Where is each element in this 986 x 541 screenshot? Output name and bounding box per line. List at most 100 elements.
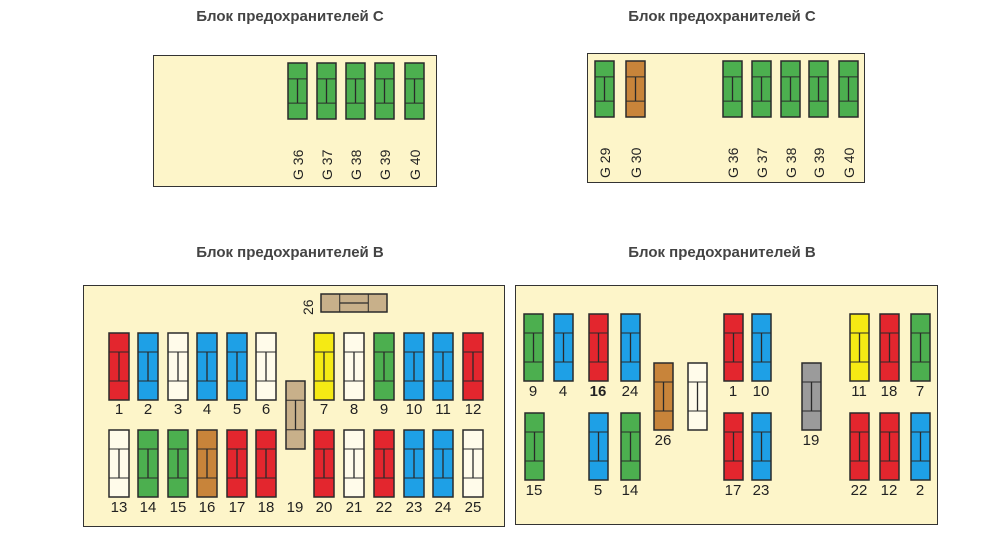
fuse-label: 18 xyxy=(880,383,898,400)
fuse-label: 3 xyxy=(173,401,183,418)
fuse-green xyxy=(404,62,425,120)
fuse-green xyxy=(808,60,829,118)
fuse-label: 23 xyxy=(405,499,423,516)
fuse-green xyxy=(374,62,395,120)
fuse-label: 12 xyxy=(880,482,898,499)
fuse-white xyxy=(687,362,708,431)
fuse-red xyxy=(462,332,484,401)
fuse-blue xyxy=(751,412,772,481)
fuse-green xyxy=(167,429,189,498)
fuse-brown xyxy=(653,362,674,431)
fuse-label: 16 xyxy=(198,499,216,516)
fuse-label: 2 xyxy=(915,482,925,499)
fuse-label: 14 xyxy=(139,499,157,516)
fuse-green xyxy=(524,412,545,481)
fuse-label: G 39 xyxy=(811,147,827,178)
fuse-label: 5 xyxy=(593,482,603,499)
fuse-brown xyxy=(196,429,218,498)
fuse-label: 4 xyxy=(558,383,568,400)
fuse-red xyxy=(373,429,395,498)
fuse-blue xyxy=(137,332,159,401)
fuse-white xyxy=(255,332,277,401)
fuse-label: G 40 xyxy=(841,147,857,178)
fuse-label: 15 xyxy=(169,499,187,516)
fuse-blue xyxy=(910,412,931,481)
fuse-red xyxy=(226,429,248,498)
fuse-label: 17 xyxy=(724,482,742,499)
fuse-green xyxy=(594,60,615,118)
fuse-white xyxy=(343,332,365,401)
fuse-label: 18 xyxy=(257,499,275,516)
fuse-label: 1 xyxy=(728,383,738,400)
fuse-green xyxy=(838,60,859,118)
fuse-green xyxy=(287,62,308,120)
fuse-blue xyxy=(588,412,609,481)
fuse-label: G 40 xyxy=(407,149,423,180)
fuse-gray xyxy=(801,362,822,431)
fuse-label: 19 xyxy=(802,432,820,449)
title-fuse-box-b-right: Блок предохранителей В xyxy=(628,244,816,261)
fuse-blue xyxy=(403,429,425,498)
fuse-label: 1 xyxy=(114,401,124,418)
fuse-label: 22 xyxy=(375,499,393,516)
fuse-label: 10 xyxy=(752,383,770,400)
title-fuse-box-c-left: Блок предохранителей С xyxy=(196,8,384,25)
fuse-red xyxy=(313,429,335,498)
fuse-label: 15 xyxy=(525,482,543,499)
fuse-blue xyxy=(196,332,218,401)
fuse-label: 22 xyxy=(850,482,868,499)
fuse-green xyxy=(523,313,544,382)
fuse-label: 16 xyxy=(589,383,607,400)
fuse-red xyxy=(879,313,900,382)
fuse-label: 24 xyxy=(434,499,452,516)
fuse-green xyxy=(345,62,366,120)
fuse-green xyxy=(137,429,159,498)
fuse-green xyxy=(373,332,395,401)
fuse-label: 10 xyxy=(405,401,423,418)
fuse-red xyxy=(723,412,744,481)
fuse-yellow xyxy=(849,313,870,382)
fuse-label: 11 xyxy=(851,383,867,400)
fuse-label: 7 xyxy=(319,401,329,418)
fuse-label: 14 xyxy=(621,482,639,499)
fuse-green xyxy=(316,62,337,120)
fuse-label: 8 xyxy=(349,401,359,418)
fuse-label: G 30 xyxy=(628,147,644,178)
fuse-green xyxy=(722,60,743,118)
fuse-tan xyxy=(285,380,306,450)
fuse-blue xyxy=(620,313,641,382)
fuse-label: G 38 xyxy=(783,147,799,178)
fuse-label: G 36 xyxy=(725,147,741,178)
fuse-label: 26 xyxy=(654,432,672,449)
fuse-label: 23 xyxy=(752,482,770,499)
fuse-label: 12 xyxy=(464,401,482,418)
fuse-label: 6 xyxy=(261,401,271,418)
fuse-yellow xyxy=(313,332,335,401)
fuse-red xyxy=(723,313,744,382)
fuse-label: 11 xyxy=(435,401,451,418)
fuse-blue xyxy=(553,313,574,382)
fuse-label: G 29 xyxy=(597,147,613,178)
fuse-red xyxy=(588,313,609,382)
fuse-white xyxy=(167,332,189,401)
fuse-label: 5 xyxy=(232,401,242,418)
fuse-label: 9 xyxy=(528,383,538,400)
fuse-label: 2 xyxy=(143,401,153,418)
fuse-label: G 37 xyxy=(319,149,335,180)
fuse-blue xyxy=(432,332,454,401)
fuse-label: 7 xyxy=(915,383,925,400)
fuse-label: G 36 xyxy=(290,149,306,180)
fuse-blue xyxy=(226,332,248,401)
fuse-label: G 37 xyxy=(754,147,770,178)
fuse-red xyxy=(255,429,277,498)
fuse-green xyxy=(780,60,801,118)
fuse-blue xyxy=(751,313,772,382)
fuse-blue xyxy=(432,429,454,498)
fuse-label: 9 xyxy=(379,401,389,418)
fuse-label: 13 xyxy=(110,499,128,516)
fuse-label: 20 xyxy=(315,499,333,516)
fuse-green xyxy=(620,412,641,481)
fuse-blue xyxy=(403,332,425,401)
title-fuse-box-b-left: Блок предохранителей В xyxy=(196,244,384,261)
